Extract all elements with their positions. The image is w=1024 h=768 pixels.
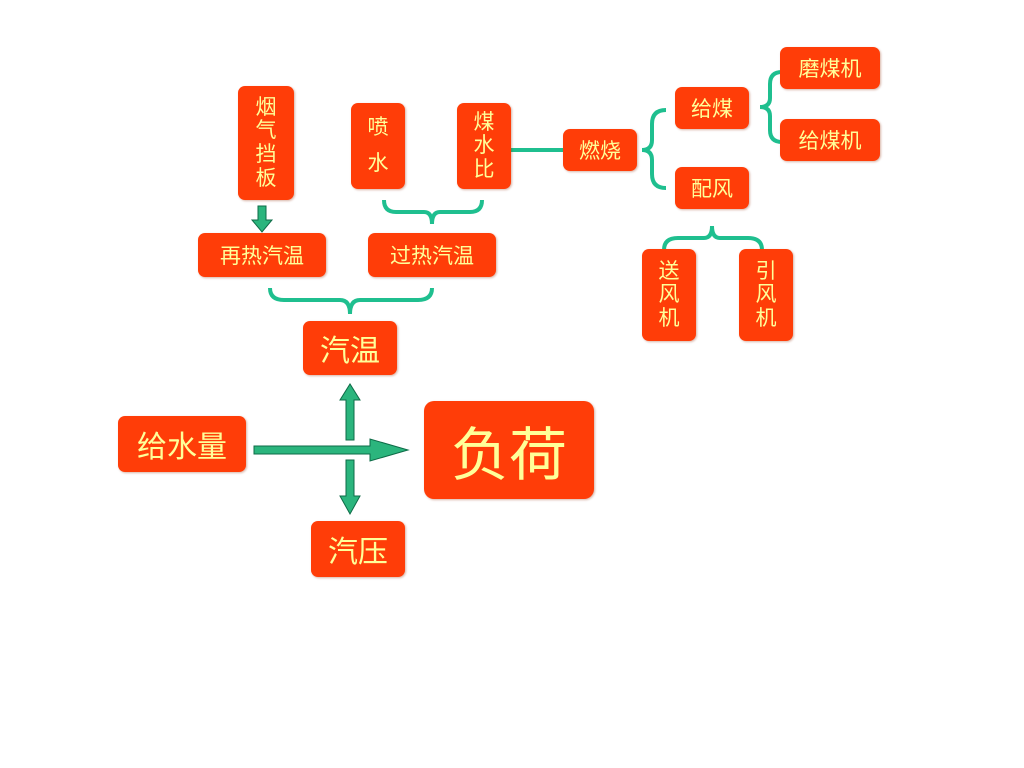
node-char: 风: [658, 282, 680, 307]
node-forced-draft-fan: 送风机: [642, 249, 696, 341]
node-spray-water: 喷水: [351, 103, 405, 189]
node-char: 喷: [367, 115, 389, 140]
node-char: 比: [473, 156, 495, 181]
node-char: 水: [473, 133, 495, 158]
node-char: 煤: [473, 109, 495, 134]
node-char: 烟: [255, 94, 277, 119]
arrow-to-steam-pressure: [339, 459, 361, 516]
node-reheat-steam-temp: 再热汽温: [198, 233, 326, 277]
node-char: 引: [755, 258, 777, 283]
node-steam-pressure: 汽压: [311, 521, 405, 577]
node-induced-draft-fan: 引风机: [739, 249, 793, 341]
brace-combustion: [641, 108, 667, 190]
node-char: 挡: [255, 142, 277, 166]
node-air-distribution: 配风: [675, 167, 749, 209]
node-mill: 磨煤机: [780, 47, 880, 89]
arrow-baffle-to-reheat: [250, 205, 274, 233]
node-combustion: 燃烧: [563, 129, 637, 171]
arrow-feedwater-to-load: [253, 438, 410, 462]
node-char: 气: [255, 118, 277, 143]
brace-superheat: [382, 199, 484, 225]
brace-coal-feed: [759, 70, 783, 144]
node-char: 送: [658, 258, 680, 283]
node-char: 机: [755, 305, 777, 330]
node-char: 风: [755, 282, 777, 307]
node-char: 水: [367, 151, 389, 175]
brace-steam-temp: [268, 287, 434, 315]
node-char: 机: [658, 305, 680, 330]
brace-air: [662, 225, 764, 251]
node-coal-water-ratio: 煤水比: [457, 103, 511, 189]
node-coal-feed: 给煤: [675, 87, 749, 129]
node-coal-feeder: 给煤机: [780, 119, 880, 161]
arrow-to-steam-temp: [339, 383, 361, 441]
node-feedwater-flow: 给水量: [118, 416, 246, 472]
node-superheat-steam-temp: 过热汽温: [368, 233, 496, 277]
node-steam-temp: 汽温: [303, 321, 397, 375]
node-flue-gas-baffle: 烟气挡板: [238, 86, 294, 200]
node-load: 负荷: [424, 401, 594, 499]
node-char: 板: [255, 165, 277, 190]
